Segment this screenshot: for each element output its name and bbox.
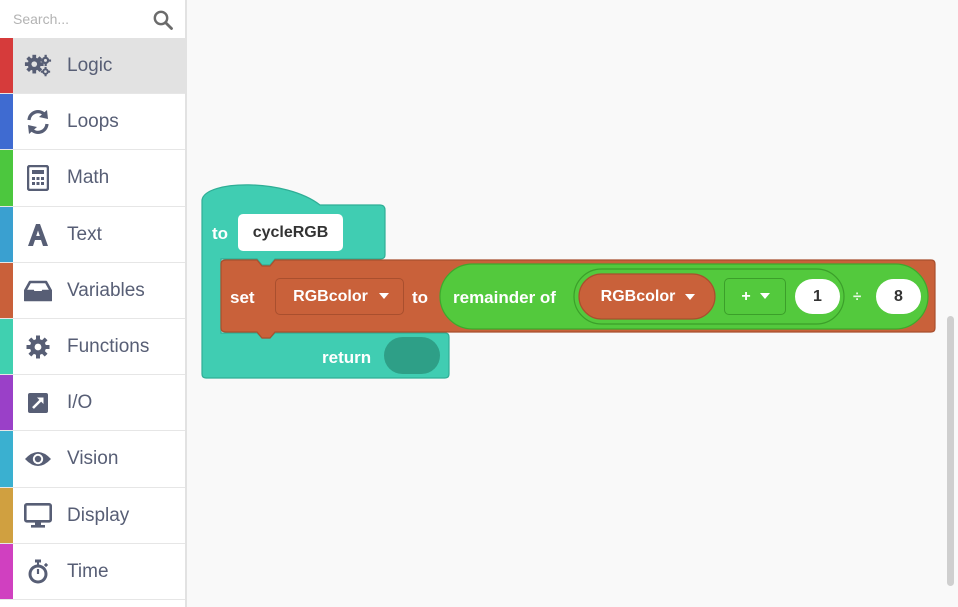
variable-getter-dropdown[interactable]: RGBcolor xyxy=(579,274,715,319)
category-io[interactable]: I/O xyxy=(0,375,185,432)
category-label: Math xyxy=(67,167,110,189)
category-color-swatch xyxy=(0,150,13,206)
gear-icon xyxy=(24,333,52,361)
function-name-field[interactable]: cycleRGB xyxy=(238,214,343,251)
return-value-slot[interactable] xyxy=(384,337,440,374)
category-color-swatch xyxy=(0,487,13,543)
category-color-swatch xyxy=(0,38,13,94)
operator-label: + xyxy=(741,287,751,305)
workspace-scrollbar[interactable] xyxy=(947,316,954,586)
stopwatch-icon xyxy=(24,558,52,586)
category-color-swatch xyxy=(0,94,13,150)
category-label: I/O xyxy=(67,392,93,414)
category-math[interactable]: Math xyxy=(0,150,185,207)
category-label: Text xyxy=(67,223,102,245)
category-label: Logic xyxy=(67,55,113,76)
category-loops[interactable]: Loops xyxy=(0,94,185,151)
variable-dropdown-label: RGBcolor xyxy=(293,287,368,305)
variable-getter-block[interactable] xyxy=(578,273,716,320)
dropdown-arrow-icon xyxy=(760,293,770,299)
to-keyword: to xyxy=(212,224,229,243)
category-label: Vision xyxy=(67,448,119,470)
category-color-swatch xyxy=(0,431,13,487)
variable-dropdown[interactable]: RGBcolor xyxy=(275,278,404,315)
category-label: Loops xyxy=(67,111,119,133)
category-color-swatch xyxy=(0,543,13,599)
category-functions[interactable]: Functions xyxy=(0,318,185,376)
operator-dropdown[interactable]: + xyxy=(724,278,786,315)
category-color-swatch xyxy=(0,262,13,318)
monitor-icon xyxy=(24,502,52,530)
text-a-icon xyxy=(24,221,52,249)
category-color-swatch xyxy=(0,318,13,375)
category-list: Logic Loops xyxy=(0,38,185,600)
category-label: Functions xyxy=(67,335,150,357)
io-arrow-icon xyxy=(24,389,52,417)
toolbox-search xyxy=(0,0,185,38)
category-variables[interactable]: Variables xyxy=(0,262,185,319)
to-keyword-set: to xyxy=(412,288,429,307)
dropdown-arrow-icon xyxy=(685,294,695,300)
eye-icon xyxy=(24,445,52,473)
category-text[interactable]: Text xyxy=(0,206,185,263)
toolbox-sidebar: Logic Loops xyxy=(0,0,187,607)
remainder-label: remainder of xyxy=(453,288,556,307)
category-label: Time xyxy=(67,560,109,582)
divide-symbol: ÷ xyxy=(853,288,862,305)
operand-number-field[interactable]: 1 xyxy=(795,279,840,314)
calculator-icon xyxy=(24,164,52,192)
set-keyword: set xyxy=(230,288,255,307)
category-color-swatch xyxy=(0,375,13,431)
category-time[interactable]: Time xyxy=(0,543,185,600)
category-display[interactable]: Display xyxy=(0,487,185,544)
gears-icon xyxy=(24,52,52,80)
dropdown-arrow-icon xyxy=(379,293,389,299)
category-label: Variables xyxy=(67,279,145,301)
inbox-icon xyxy=(24,277,52,305)
divisor-number-field[interactable]: 8 xyxy=(876,279,921,314)
category-color-swatch xyxy=(0,206,13,262)
category-label: Display xyxy=(67,504,130,526)
search-icon[interactable] xyxy=(152,9,174,31)
category-logic[interactable]: Logic xyxy=(0,38,185,95)
variable-getter-label: RGBcolor xyxy=(600,287,676,305)
return-keyword: return xyxy=(322,348,372,367)
refresh-icon xyxy=(24,108,52,136)
category-vision[interactable]: Vision xyxy=(0,431,185,488)
